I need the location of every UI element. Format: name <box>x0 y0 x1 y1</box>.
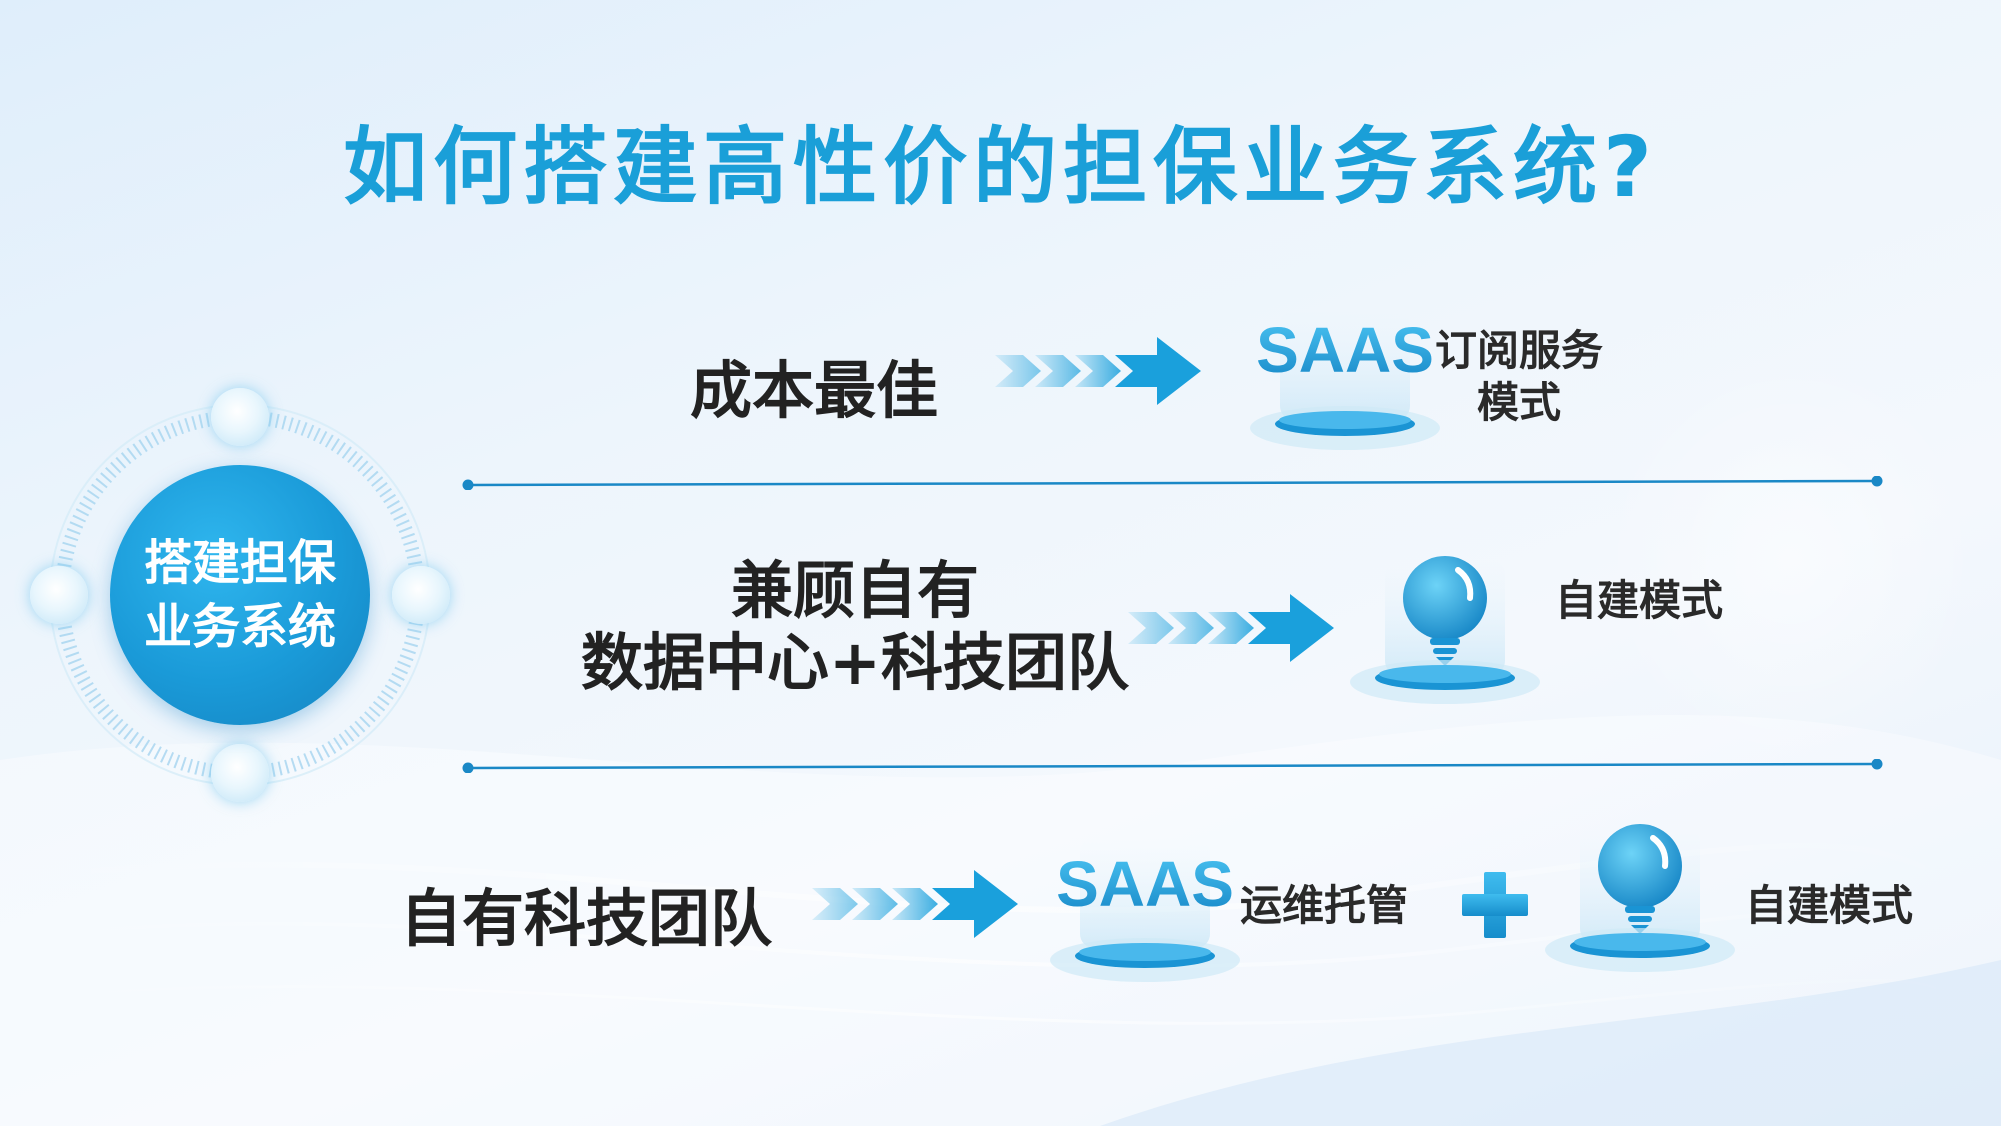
ring-orb-bottom <box>211 744 269 802</box>
row1-desc-line2: 模式 <box>1477 378 1562 427</box>
center-text-line1: 搭建担保 <box>143 535 336 591</box>
row3-label: 自有科技团队 <box>400 882 773 955</box>
svg-text:SAAS: SAAS <box>1256 314 1434 386</box>
ring-orb-left <box>30 566 88 624</box>
row2-label-line1: 兼顾自有 <box>730 554 979 627</box>
center-text-line2: 业务系统 <box>143 599 336 655</box>
row2-label-line2: 数据中心+科技团队 <box>581 626 1129 699</box>
row2-label: 兼顾自有 数据中心+科技团队 <box>555 555 1155 699</box>
svg-text:SAAS: SAAS <box>1056 848 1234 920</box>
center-circle: 搭建担保 业务系统 <box>110 465 370 725</box>
row1-desc-line1: 订阅服务 <box>1435 326 1604 375</box>
row3-desc: 运维托管 <box>1240 881 1409 930</box>
row1-arrow-icon <box>995 337 1201 405</box>
row1-label: 成本最佳 <box>690 354 939 427</box>
ring-orb-top <box>211 388 269 446</box>
plus-icon <box>1462 872 1528 938</box>
divider-line-1 <box>462 476 1883 490</box>
row1-saas-icon: SAAS <box>1250 310 1440 450</box>
row3-saas-icon: SAAS <box>1050 838 1240 982</box>
page-title: 如何搭建高性价的担保业务系统? <box>343 118 1658 216</box>
ring-orb-right <box>392 566 450 624</box>
row3-desc2: 自建模式 <box>1745 881 1914 930</box>
row3-arrow-icon <box>812 870 1018 938</box>
row2-lightbulb-icon <box>1350 556 1540 704</box>
center-concept: 搭建担保 业务系统 <box>30 385 450 805</box>
row3-lightbulb-icon <box>1545 824 1735 972</box>
row2-desc: 自建模式 <box>1555 576 1724 625</box>
divider-line-2 <box>462 759 1883 773</box>
row2-arrow-icon <box>1128 594 1334 662</box>
row1-desc: 订阅服务 模式 <box>1435 325 1603 429</box>
